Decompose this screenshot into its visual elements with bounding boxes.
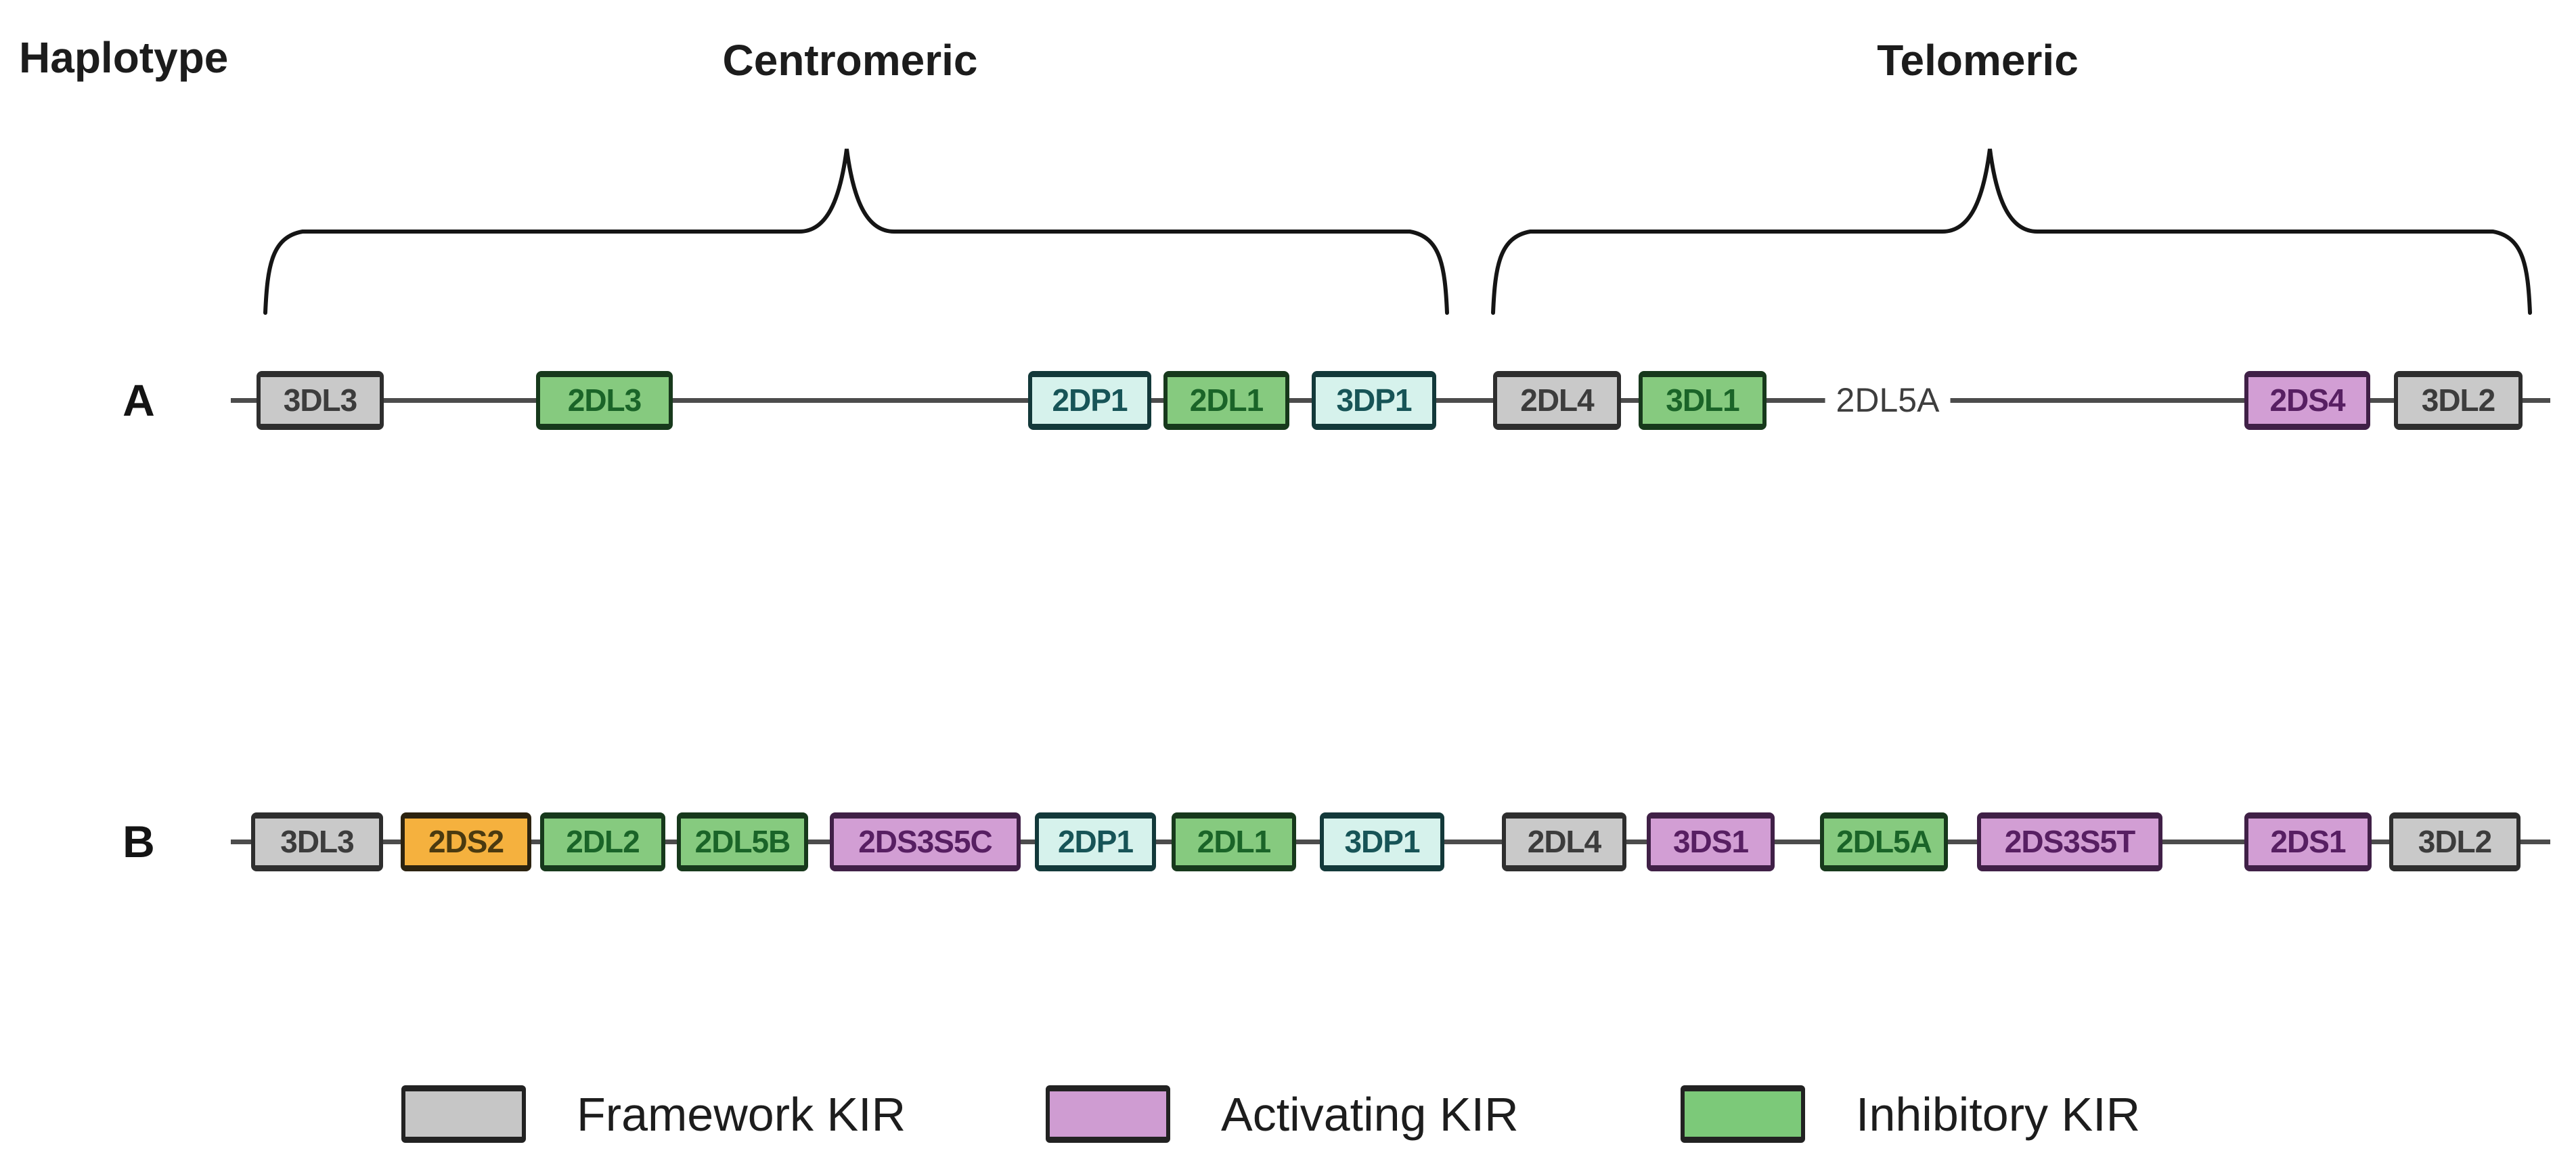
gene-box-2DL1: 2DL1 [1172,812,1296,871]
gene-box-2DS4: 2DS4 [2244,370,2370,430]
centromeric-brace [263,148,1449,315]
centromeric-region-label: Centromeric [722,36,978,85]
legend-item-inhibitory: Inhibitory KIR [1681,1085,2140,1143]
legend-swatch-activating [1046,1085,1170,1143]
gene-box-2DL3: 2DL3 [536,370,673,430]
gene-box-3DL3: 3DL3 [257,370,384,430]
gene-box-3DP1: 3DP1 [1320,812,1444,871]
gene-box-3DS1: 3DS1 [1647,812,1775,871]
gene-box-2DL1: 2DL1 [1163,370,1289,430]
legend-label-inhibitory: Inhibitory KIR [1856,1087,2141,1141]
gene-box-2DL5A: 2DL5A [1820,812,1948,871]
legend-label-activating: Activating KIR [1221,1087,1519,1141]
gene-box-2DP1: 2DP1 [1035,812,1156,871]
gene-box-2DL2: 2DL2 [540,812,665,871]
gene-box-2DS3S5C: 2DS3S5C [830,812,1021,871]
legend-swatch-inhibitory [1681,1085,1805,1143]
legend-item-activating: Activating KIR [1046,1085,1519,1143]
gene-box-2DL5B: 2DL5B [677,812,808,871]
telomeric-region-label: Telomeric [1877,36,2079,85]
diagram-title: Haplotype [19,33,229,82]
gene-box-2DS2: 2DS2 [401,812,531,871]
gene-box-3DL3: 3DL3 [251,812,383,871]
legend-swatch-framework [401,1085,526,1143]
gene-box-2DL4: 2DL4 [1493,370,1621,430]
legend-item-framework: Framework KIR [401,1085,906,1143]
haplotype-label-B: B [123,816,155,867]
gene-box-3DL1: 3DL1 [1639,370,1767,430]
gene-box-2DP1: 2DP1 [1028,370,1151,430]
haplotype-label-A: A [123,375,155,425]
gene-box-3DL2: 3DL2 [2389,812,2521,871]
gene-box-3DL2: 3DL2 [2394,370,2523,430]
gene-box-2DL4: 2DL4 [1502,812,1626,871]
telomeric-brace [1491,148,2532,315]
gene-box-3DP1: 3DP1 [1312,370,1436,430]
gene-box-2DS3S5T: 2DS3S5T [1977,812,2162,871]
legend-label-framework: Framework KIR [577,1087,906,1141]
gene-box-2DS1: 2DS1 [2244,812,2372,871]
gene-label-2DL5A: 2DL5A [1825,380,1951,420]
